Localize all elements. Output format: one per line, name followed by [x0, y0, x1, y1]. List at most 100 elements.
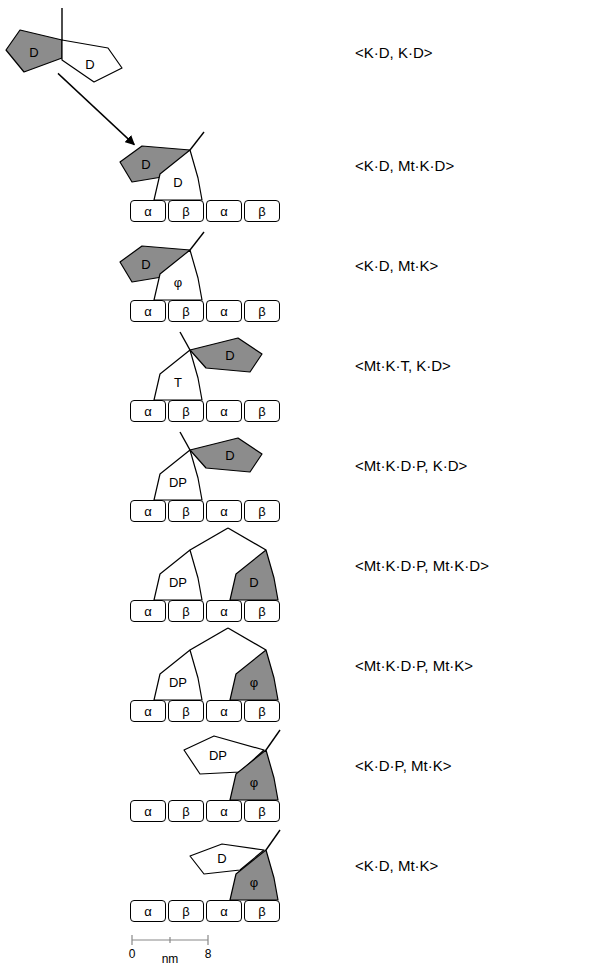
neck-linker: [190, 528, 228, 550]
tubulin-subunit: β: [244, 400, 280, 422]
subunit-label: β: [182, 405, 189, 418]
motor-head: D: [62, 40, 122, 82]
scale-label: 8: [205, 948, 212, 960]
tubulin-subunit: β: [244, 200, 280, 222]
nucleotide-state: DP: [209, 749, 227, 762]
tubulin-subunit: β: [244, 800, 280, 822]
state-label: <K·D, Mt·K>: [355, 258, 438, 273]
tubulin-subunit: β: [168, 200, 204, 222]
head-shape: [154, 350, 202, 400]
subunit-label: β: [182, 505, 189, 518]
head-shape: [230, 750, 278, 800]
head-shape: [190, 338, 262, 372]
state-label-box: <Mt·K·D·P, K·D>: [355, 458, 467, 473]
head-shape: [154, 550, 202, 600]
state-label-box: <Mt·K·D·P, Mt·K·D>: [355, 558, 489, 573]
state-label-box: <Mt·K·T, K·D>: [355, 358, 451, 373]
neck-linker: [228, 628, 266, 650]
nucleotide-state: D: [85, 58, 94, 71]
tubulin-subunit: α: [206, 500, 242, 522]
nucleotide-state: DP: [169, 676, 187, 689]
tubulin-subunit: α: [206, 200, 242, 222]
state-label: <Mt·K·D·P, K·D>: [355, 458, 467, 473]
subunit-label: β: [258, 505, 265, 518]
tubulin-subunit: α: [206, 900, 242, 922]
state-label: <Mt·K·D·P, Mt·K>: [355, 658, 473, 673]
tubulin-subunit: α: [130, 700, 166, 722]
neck-linker: [190, 132, 204, 150]
neck-linkers: [62, 8, 280, 850]
nucleotide-state: D: [29, 46, 38, 59]
subunit-label: β: [182, 305, 189, 318]
tubulin-subunit: β: [168, 300, 204, 322]
state-label: <K·D, K·D>: [355, 45, 433, 60]
nucleotide-state: D: [225, 449, 234, 462]
head-shape: [230, 850, 278, 900]
nucleotide-state: D: [217, 852, 226, 865]
nucleotide-state: T: [174, 376, 182, 389]
motor-head: D: [154, 150, 202, 200]
scale-label-box: nm: [162, 953, 179, 965]
motor-head: D: [190, 438, 262, 472]
neck-linker: [180, 432, 190, 450]
state-label: <K·D, Mt·K>: [355, 858, 438, 873]
tubulin-subunit: β: [168, 900, 204, 922]
head-shape: [154, 650, 202, 700]
motor-head: φ: [230, 850, 278, 900]
tubulin-subunit: α: [206, 800, 242, 822]
motor-head: D: [190, 338, 262, 372]
tubulin-subunit: β: [244, 600, 280, 622]
motor-head: DP: [154, 450, 202, 500]
nucleotide-state: D: [141, 258, 150, 271]
neck-linker: [266, 730, 280, 750]
head-shape: [154, 250, 202, 300]
neck-linker: [190, 628, 228, 650]
subunit-label: α: [144, 805, 152, 818]
state-label-box: <K·D, K·D>: [355, 45, 433, 60]
subunit-label: β: [258, 305, 265, 318]
nucleotide-state: D: [225, 349, 234, 362]
state-label-box: <K·D, Mt·K>: [355, 858, 438, 873]
subunit-label: α: [144, 905, 152, 918]
tubulin-subunit: β: [244, 900, 280, 922]
scale-tick: [207, 935, 208, 945]
state-label: <K·D, Mt·K·D>: [355, 158, 454, 173]
subunit-label: α: [220, 905, 228, 918]
subunit-label: β: [182, 205, 189, 218]
state-label: <K·D·P, Mt·K>: [355, 758, 451, 773]
subunit-label: α: [220, 505, 228, 518]
nucleotide-state: φ: [250, 776, 258, 789]
subunit-label: β: [258, 205, 265, 218]
subunit-label: α: [220, 405, 228, 418]
tubulin-subunit: α: [130, 400, 166, 422]
subunit-label: α: [144, 405, 152, 418]
scale-tick: [169, 937, 170, 943]
tubulin-subunit: α: [206, 600, 242, 622]
subunit-label: β: [182, 605, 189, 618]
subunit-label: α: [220, 705, 228, 718]
subunit-label: α: [220, 605, 228, 618]
tubulin-subunit: β: [168, 700, 204, 722]
scale-bar: [132, 935, 208, 945]
motor-head: φ: [230, 750, 278, 800]
head-shape: [190, 438, 262, 472]
subunit-label: β: [182, 705, 189, 718]
subunit-label: α: [144, 705, 152, 718]
subunit-label: β: [258, 905, 265, 918]
subunit-label: α: [144, 305, 152, 318]
neck-linker: [266, 830, 280, 850]
neck-linker: [180, 332, 190, 350]
nucleotide-state: D: [141, 158, 150, 171]
subunit-label: α: [220, 305, 228, 318]
subunit-label: α: [144, 205, 152, 218]
motor-head: DP: [154, 650, 202, 700]
tubulin-subunit: β: [168, 500, 204, 522]
subunit-label: β: [258, 605, 265, 618]
tubulin-subunit: β: [244, 700, 280, 722]
subunit-label: α: [220, 205, 228, 218]
tubulin-subunit: α: [206, 300, 242, 322]
nucleotide-state: φ: [250, 676, 258, 689]
tubulin-subunit: β: [168, 800, 204, 822]
